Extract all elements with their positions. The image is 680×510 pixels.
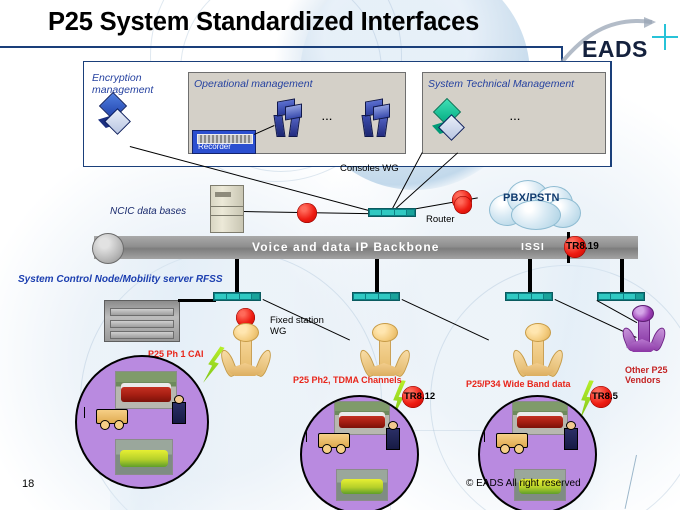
interface-dot [564,236,586,258]
user-group-circle [478,395,597,510]
user-group-circle [300,395,419,510]
console-icon [360,98,390,137]
recorder-tape-icon [197,134,253,144]
radio-tower-icon [357,323,413,383]
operational-ellipsis: ... [322,112,333,123]
site-switch-icon [505,292,553,301]
eads-wordmark: EADS [582,36,648,62]
interface-dot [590,386,612,408]
recorder-device: Recorder [192,130,256,154]
fire-truck-photo [334,401,390,435]
ncic-label: NCIC data bases [110,206,187,217]
backbone-drop [375,259,379,292]
mobile-radio-vehicle-icon [82,407,128,430]
air-interface-tr-1: TR8.12 [404,391,436,402]
title-underline [0,46,563,48]
ip-backbone-cap [92,233,124,264]
mobile-radio-vehicle-icon [482,431,528,454]
other-vendor-tower-icon [619,305,669,357]
air-interface-label-1: P25 Ph2, TDMA Channels [293,375,402,385]
site-switch-icon [597,292,645,301]
ip-backbone-bar [94,236,638,259]
scn-server-rack-icon [104,300,180,342]
issi-label: ISSI [521,241,545,253]
site-switch-icon [213,292,261,301]
pbx-pstn-label: PBX/PSTN [503,192,560,204]
page-number: 18 [22,478,35,490]
ambulance-photo [336,469,388,501]
connector-line [178,299,216,302]
fire-truck-photo [115,371,177,409]
interface-dot [454,196,472,214]
eads-logo: EADS [556,8,680,64]
fixed-station-wg-label: Fixed station WG [270,315,324,337]
interface-dot [402,386,424,408]
page-title: P25 System Standardized Interfaces [48,8,480,36]
ip-backbone-label: Voice and data IP Backbone [252,240,440,254]
pbx-pstn-cloud [487,176,583,230]
air-interface-label-2: P25/P34 Wide Band data [466,379,571,389]
interface-dot [236,308,255,327]
other-vendors-label: Other P25 Vendors [625,365,668,385]
ambulance-photo [514,469,566,501]
operational-management-label: Operational management [194,78,313,90]
air-interface-label-0: P25 Ph 1 CAI [148,349,204,359]
router-switch-icon [368,208,416,217]
eads-swoosh-icon [560,17,656,64]
ncic-server-icon [210,185,244,233]
radio-tower-icon [510,323,566,383]
router-label: Router [426,214,455,225]
system-control-node-label: System Control Node/Mobility server RFSS [18,274,223,285]
radio-tower-icon [218,323,274,383]
encryption-management-label: Encryption management [92,72,154,96]
technical-ellipsis: ... [510,112,521,123]
copyright-notice: © EADS All right reserved [466,478,581,489]
title-underline-tick [561,46,563,64]
portable-radio-user-icon [170,395,186,424]
interface-dot [297,203,317,223]
mobile-radio-vehicle-icon [304,431,350,454]
eads-cross-icon [652,24,678,50]
encryption-cube-icon [98,91,132,136]
air-interface-tr-2: TR8.5 [592,391,618,402]
console-icon [272,98,302,137]
backbone-drop [235,259,239,292]
ambulance-photo [115,439,173,475]
portable-radio-user-icon [562,421,578,450]
portable-radio-user-icon [384,421,400,450]
site-switch-icon [352,292,400,301]
issi-tr-label: TR8.19 [566,241,599,252]
recorder-label: Recorder [198,142,231,151]
technical-management-cube-icon [432,97,466,142]
user-group-circle [75,355,209,489]
fire-truck-photo [512,401,568,435]
backbone-drop [620,259,624,292]
consoles-wg-label: Consoles WG [340,163,399,174]
technical-management-label: System Technical Management [428,78,575,90]
backbone-drop [528,259,532,292]
